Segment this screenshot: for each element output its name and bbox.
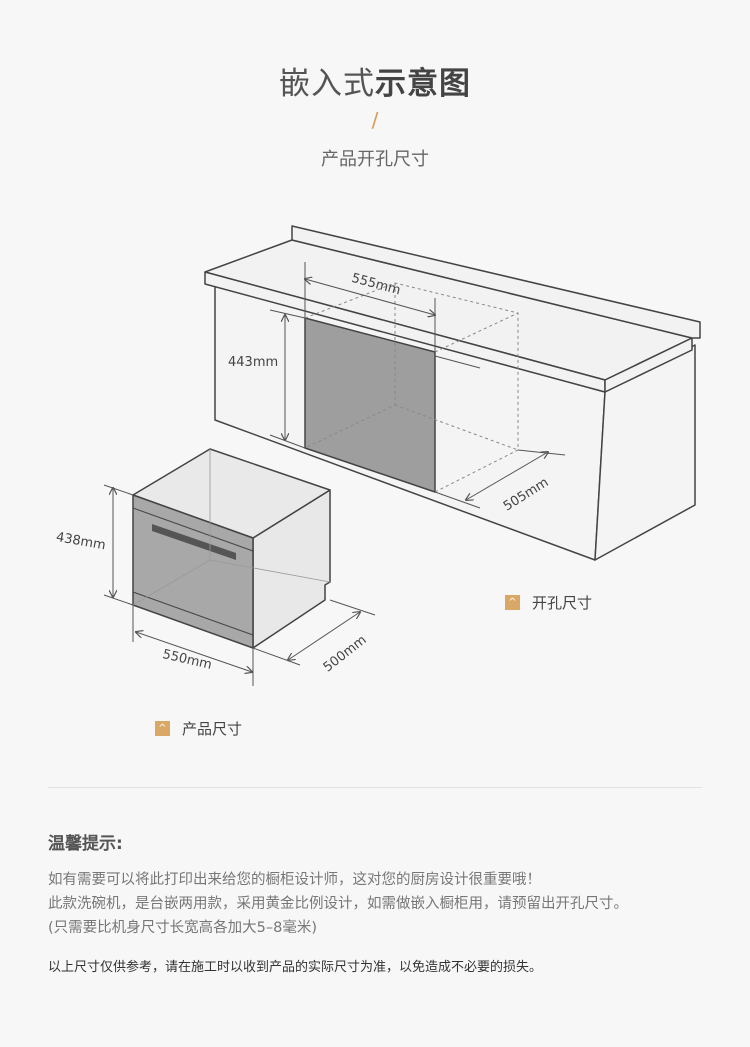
page-subtitle: 产品开孔尺寸 [321, 149, 429, 170]
tips-title: 温馨提示: [48, 834, 123, 854]
title-light: 嵌入式 [279, 66, 375, 102]
product-width-label: 550mm [161, 647, 213, 673]
dishwasher-drawing [132, 448, 331, 649]
title-separator: / [371, 108, 379, 132]
section-divider [48, 787, 702, 788]
chevron-up-icon: ^ [155, 721, 170, 736]
counter-side-edge [604, 337, 693, 393]
page-title: 嵌入式示意图 [0, 58, 750, 103]
disclaimer-note: 以上尺寸仅供参考，请在施工时以收到产品的实际尺寸为准，以免造成不必要的损失。 [48, 960, 543, 975]
tips-body: 如有需要可以将此打印出来给您的橱柜设计师，这对您的厨房设计很重要哦！ 此款洗碗机… [48, 868, 628, 940]
legend-product-size: ^ 产品尺寸 [155, 718, 242, 739]
tip-line: 此款洗碗机，是台嵌两用款，采用黄金比例设计，如需做嵌入橱柜用，请预留出开孔尺寸。 [48, 896, 628, 912]
chevron-up-icon: ^ [505, 595, 520, 610]
product-depth-label: 500mm [321, 633, 370, 676]
legend-cutout-size: ^ 开孔尺寸 [505, 592, 592, 613]
cabinet-dimensions [269, 262, 566, 509]
cabinet-height-label: 443mm [228, 355, 278, 370]
product-height-label: 438mm [55, 530, 107, 553]
title-bold: 示意图 [375, 66, 471, 102]
legend-product-label: 产品尺寸 [182, 720, 243, 738]
dishwasher-dimensions [103, 484, 376, 686]
installation-diagram: 555mm 443mm 505mm 438mm [55, 225, 701, 686]
dishwasher-handle [152, 524, 236, 560]
legend-cutout-label: 开孔尺寸 [532, 594, 593, 612]
tip-line: (只需要比机身尺寸长宽高各加大5–8毫米) [48, 920, 318, 936]
backsplash [291, 225, 701, 339]
tip-line: 如有需要可以将此打印出来给您的橱柜设计师，这对您的厨房设计很重要哦！ [48, 872, 541, 888]
